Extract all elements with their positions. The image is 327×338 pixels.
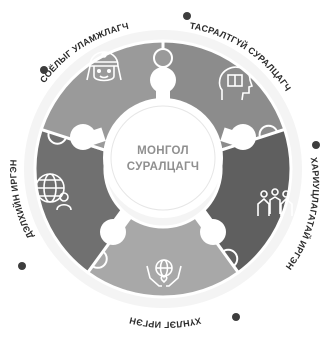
head-book-icon	[218, 66, 254, 101]
segment-humane-citizen	[85, 213, 241, 299]
segments-group	[33, 39, 293, 299]
center-circle	[103, 98, 223, 218]
center-hub: МОНГОЛ СУРАЛЦАГЧ	[70, 67, 256, 245]
dot-humane-citizen	[232, 313, 240, 321]
traditional-person-icon	[86, 51, 122, 82]
globe-person-icon	[35, 173, 72, 211]
dot-global-citizen	[18, 262, 26, 270]
dot-culture-bearer	[40, 66, 48, 74]
dot-responsible-citizen	[312, 141, 320, 149]
segment-culture-bearer-knob	[153, 48, 173, 68]
hands-globe-icon	[146, 259, 182, 287]
center-title-line1: МОНГОЛ	[137, 145, 189, 157]
label-humane-citizen: ХҮНЛЭГ ИРГЭН	[128, 315, 202, 330]
center-title-line2: СУРАЛЦАГЧ	[127, 161, 200, 173]
helping-hands-icon	[257, 188, 293, 216]
dot-continuous-learner	[183, 12, 191, 20]
